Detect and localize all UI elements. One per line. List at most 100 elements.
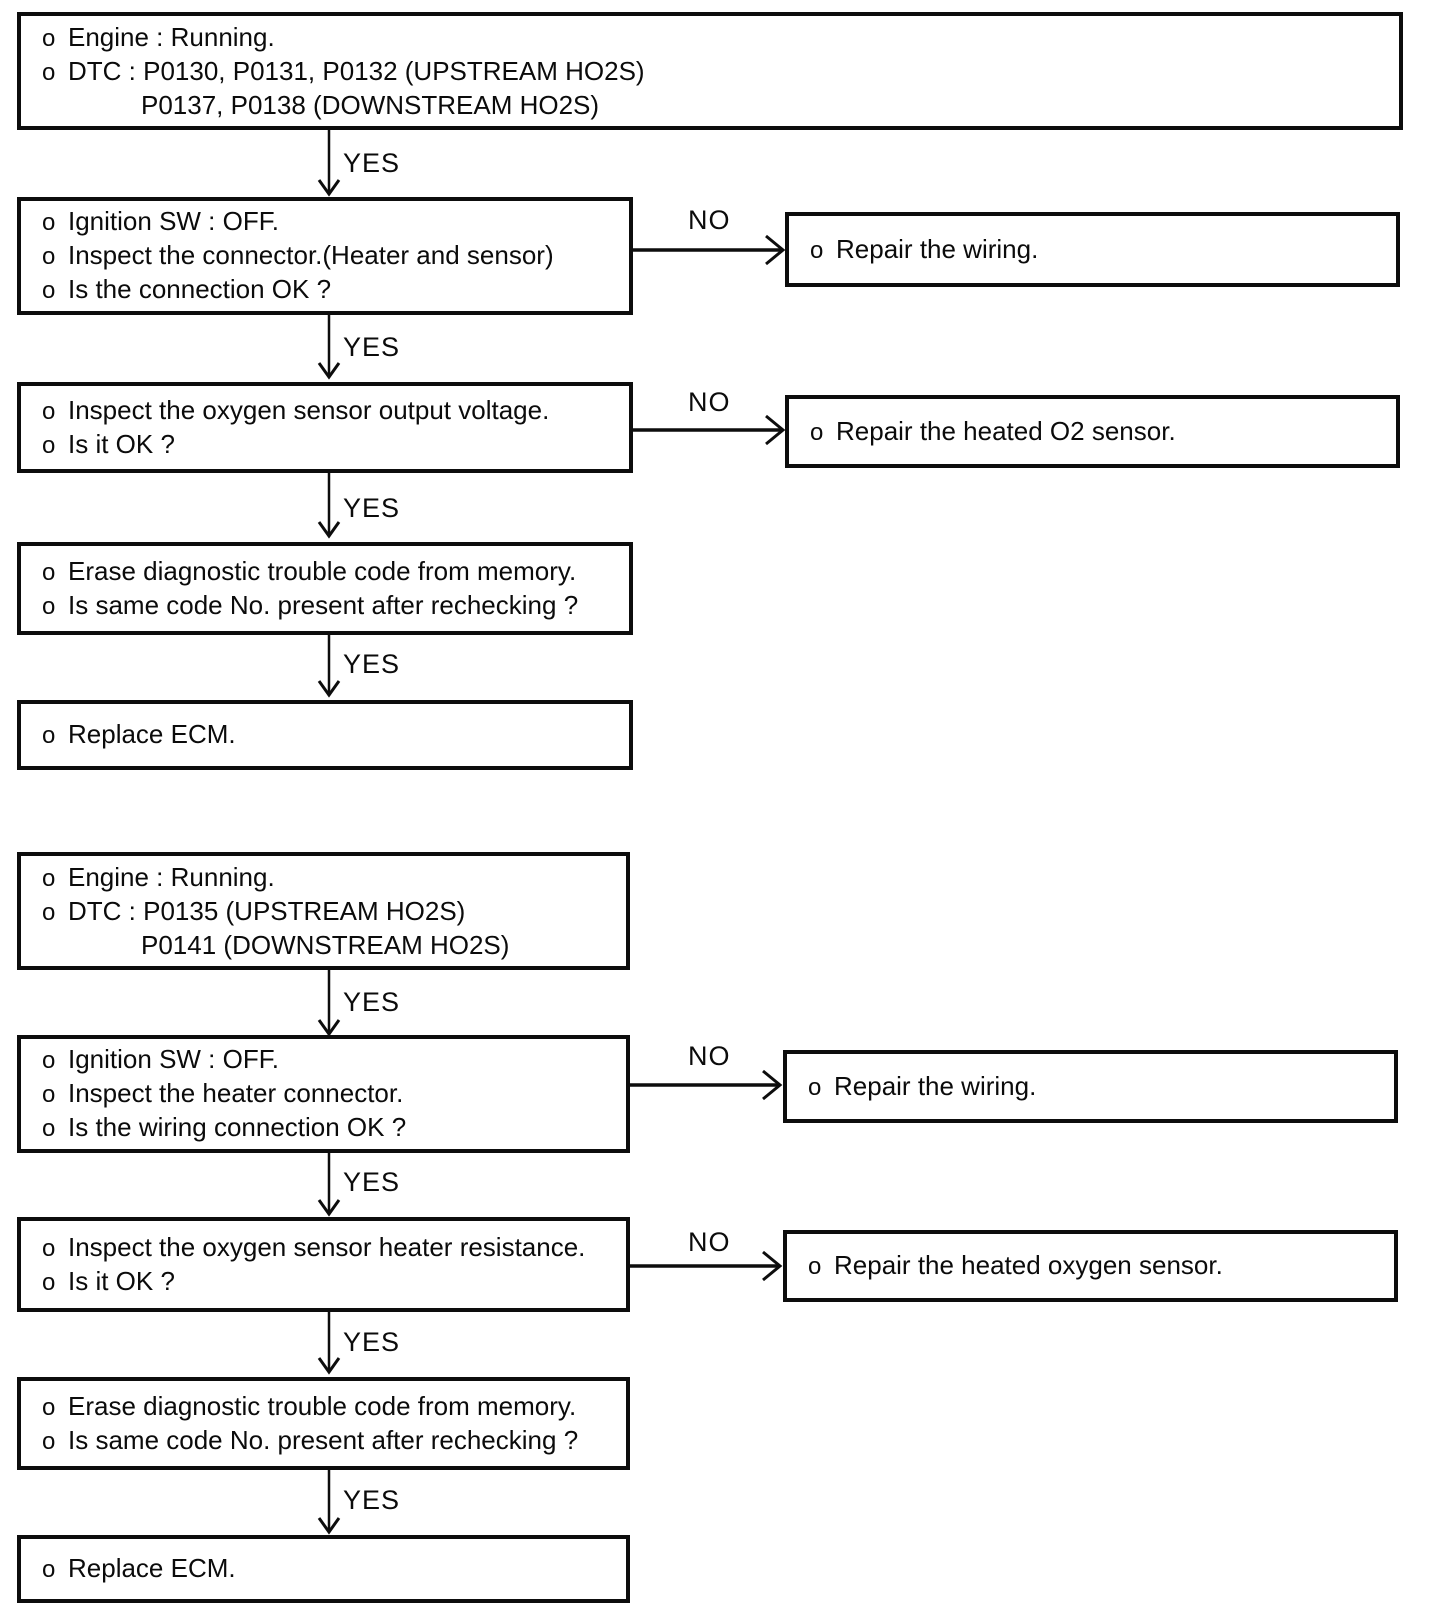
step-text: Engine : Running.	[68, 22, 275, 52]
step-text: Replace ECM.	[68, 1553, 236, 1583]
bullet-marker: o	[42, 1115, 56, 1142]
step-line: o Repair the heated O2 sensor.	[793, 415, 1392, 449]
step-line: o Engine : Running.	[25, 21, 1395, 55]
step-text: Repair the wiring.	[834, 1070, 1037, 1101]
step-text: Erase diagnostic trouble code from memor…	[68, 1390, 577, 1421]
flow2-yes-arrow-3	[317, 1312, 341, 1375]
bullet-marker: o	[42, 277, 56, 304]
step-text: Is it OK ?	[68, 1265, 175, 1296]
step-text: Is same code No. present after recheckin…	[68, 589, 579, 620]
bullet-marker: o	[808, 1253, 822, 1280]
flow2-yes-arrow-2	[317, 1153, 341, 1217]
yes-label: YES	[343, 493, 401, 523]
yes-label: YES	[343, 987, 401, 1017]
step-text: P0141 (DOWNSTREAM HO2S)	[141, 930, 510, 960]
bullet-marker: o	[42, 592, 56, 620]
no-label: NO	[688, 387, 731, 417]
bullet-marker: o	[42, 25, 56, 52]
bullet-marker: o	[810, 236, 824, 264]
step-line: o Repair the heated oxygen sensor.	[791, 1249, 1390, 1283]
step-text: Is same code No. present after recheckin…	[68, 1424, 579, 1455]
no-label: NO	[688, 205, 731, 235]
step-text: Inspect the connector.(Heater and sensor…	[68, 240, 554, 270]
step-line: o Is it OK ?	[25, 1265, 622, 1299]
bullet-marker: o	[42, 722, 56, 749]
flow2-inspect-resistance-box: o Inspect the oxygen sensor heater resist…	[17, 1217, 630, 1312]
bullet-marker: o	[42, 1234, 56, 1262]
flow2-replace-ecm-box: o Replace ECM.	[17, 1535, 630, 1603]
step-text: Inspect the heater connector.	[68, 1078, 404, 1108]
yes-label: YES	[343, 332, 401, 362]
step-line: P0141 (DOWNSTREAM HO2S)	[25, 929, 622, 961]
flow2-no-arrow-2	[628, 1250, 783, 1282]
flow2-repair-oxygen-sensor-box: o Repair the heated oxygen sensor.	[783, 1230, 1398, 1302]
bullet-marker: o	[810, 418, 824, 446]
step-line: o Erase diagnostic trouble code from memo…	[25, 555, 625, 589]
step-text: Is the wiring connection OK ?	[68, 1112, 407, 1142]
no-label: NO	[688, 1227, 731, 1257]
bullet-marker: o	[42, 209, 56, 236]
step-text: Repair the heated oxygen sensor.	[834, 1250, 1223, 1280]
bullet-marker: o	[42, 1268, 56, 1296]
step-line: o Is same code No. present after rechecki…	[25, 1424, 622, 1458]
step-line: o Replace ECM.	[25, 1552, 622, 1586]
bullet-marker: o	[42, 865, 56, 892]
step-line: o Is it OK ?	[25, 428, 625, 462]
step-text: Erase diagnostic trouble code from memor…	[68, 555, 577, 586]
step-line: o Ignition SW : OFF.	[25, 1043, 622, 1077]
step-text: Inspect the oxygen sensor heater resista…	[68, 1231, 586, 1262]
flow1-no-arrow-2	[633, 414, 786, 446]
step-line: o Is the wiring connection OK ?	[25, 1111, 622, 1145]
step-line: o Replace ECM.	[25, 718, 625, 752]
no-label: NO	[688, 1041, 731, 1071]
flow1-yes-arrow-1	[317, 130, 341, 197]
flow2-repair-wiring-box: o Repair the wiring.	[783, 1050, 1398, 1123]
flow1-repair-wiring-box: o Repair the wiring.	[785, 212, 1400, 287]
step-text: DTC : P0135 (UPSTREAM HO2S)	[68, 896, 466, 926]
flow1-replace-ecm-box: o Replace ECM.	[17, 700, 633, 770]
step-text: Is the connection OK ?	[68, 274, 332, 304]
step-line: o Repair the wiring.	[791, 1070, 1390, 1104]
step-text: Repair the wiring.	[836, 233, 1039, 264]
step-text: DTC : P0130, P0131, P0132 (UPSTREAM HO2S…	[68, 56, 645, 86]
bullet-marker: o	[42, 899, 56, 926]
yes-label: YES	[343, 1167, 401, 1197]
bullet-marker: o	[42, 397, 56, 425]
step-text: Ignition SW : OFF.	[68, 1044, 279, 1074]
yes-label: YES	[343, 148, 401, 178]
flow1-yes-arrow-2	[317, 315, 341, 380]
flow1-repair-o2-sensor-box: o Repair the heated O2 sensor.	[785, 395, 1400, 468]
bullet-marker: o	[42, 1047, 56, 1074]
step-text: Replace ECM.	[68, 719, 236, 749]
flow2-yes-arrow-1	[317, 970, 341, 1037]
step-text: Is it OK ?	[68, 428, 175, 459]
bullet-marker: o	[808, 1073, 822, 1101]
flow1-yes-arrow-4	[317, 635, 341, 698]
step-line: o Repair the wiring.	[793, 233, 1392, 267]
bullet-marker: o	[42, 558, 56, 586]
flow2-erase-dtc-box: o Erase diagnostic trouble code from memo…	[17, 1377, 630, 1470]
flow2-yes-arrow-4	[317, 1470, 341, 1535]
bullet-marker: o	[42, 1556, 56, 1583]
flow1-yes-arrow-3	[317, 473, 341, 539]
bullet-marker: o	[42, 1393, 56, 1421]
step-text: Repair the heated O2 sensor.	[836, 415, 1176, 446]
step-line: o DTC : P0135 (UPSTREAM HO2S)	[25, 895, 622, 929]
step-line: P0137, P0138 (DOWNSTREAM HO2S)	[25, 89, 1395, 121]
yes-label: YES	[343, 1485, 401, 1515]
flow1-erase-dtc-box: o Erase diagnostic trouble code from memo…	[17, 542, 633, 635]
step-line: o Is the connection OK ?	[25, 273, 625, 307]
step-text: P0137, P0138 (DOWNSTREAM HO2S)	[141, 90, 600, 120]
flow2-no-arrow-1	[630, 1069, 783, 1101]
bullet-marker: o	[42, 1427, 56, 1455]
bullet-marker: o	[42, 431, 56, 459]
